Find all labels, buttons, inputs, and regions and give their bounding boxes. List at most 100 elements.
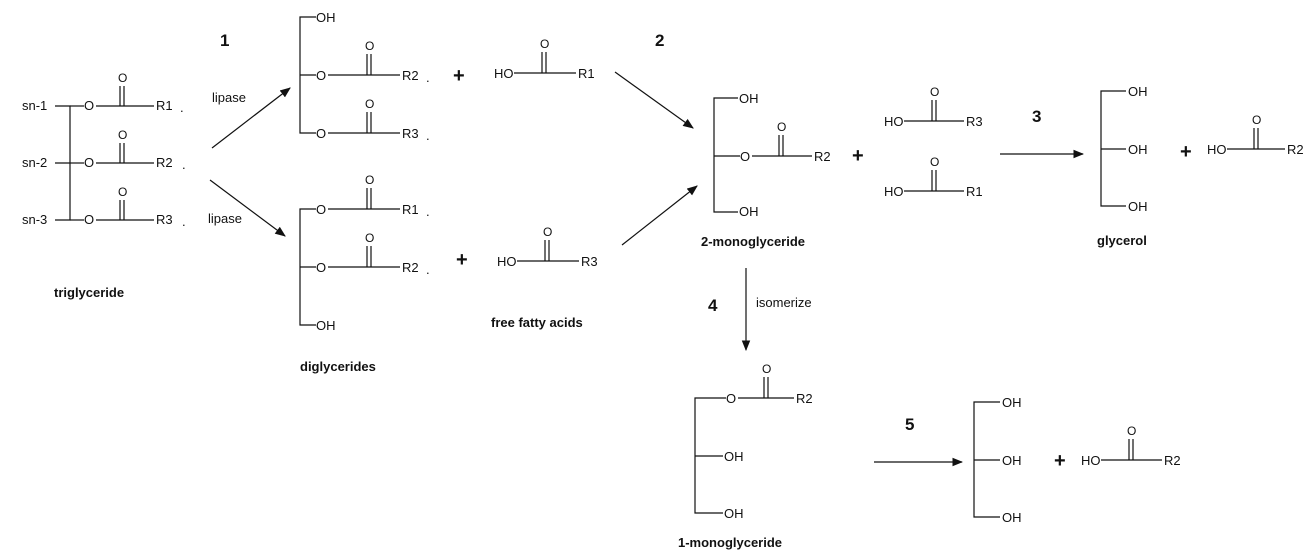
dot: . xyxy=(182,157,186,172)
carbonyl-oxygen: O xyxy=(930,155,939,169)
dot: . xyxy=(182,214,186,229)
free-fatty-acid-r1: HO O R1 xyxy=(494,37,595,81)
backbone xyxy=(1100,90,1126,207)
r1-label: R1 xyxy=(578,66,595,81)
backbone xyxy=(299,16,316,134)
backbone xyxy=(713,97,740,213)
dot: . xyxy=(180,100,184,115)
triglyceride: sn-1 sn-2 sn-3 O O R1 . O O R2 . O O R3 … xyxy=(22,71,186,300)
step-4-number: 4 xyxy=(708,296,718,315)
r3-label: R3 xyxy=(581,254,598,269)
step-3-number: 3 xyxy=(1032,107,1041,126)
ho-label: HO xyxy=(884,114,904,129)
free-fatty-acids-r3-r1: HO O R3 HO O R1 xyxy=(884,85,983,199)
r2-label: R2 xyxy=(156,155,173,170)
carbonyl-oxygen: O xyxy=(118,71,127,85)
step-2-number: 2 xyxy=(655,31,664,50)
carbonyl-oxygen: O xyxy=(1127,424,1136,438)
oh1-label: OH xyxy=(1002,395,1022,410)
carbonyl-oxygen: O xyxy=(540,37,549,51)
plus-sign: + xyxy=(453,65,465,87)
1-monoglyceride: O O R2 OH OH 1-monoglyceride xyxy=(678,362,813,550)
1-monoglyceride-name: 1-monoglyceride xyxy=(678,535,782,550)
carbonyl-oxygen: O xyxy=(365,97,374,111)
ester-oxygen: O xyxy=(316,68,326,83)
glycerol-backbone xyxy=(55,105,71,221)
diglyceride-a: OH O O R2 . O O R3 . xyxy=(299,10,430,143)
carbonyl-oxygen: O xyxy=(543,225,552,239)
2-monoglyceride: OH O O R2 OH 2-monoglyceride xyxy=(701,91,831,249)
free-fatty-acid-r2-top: HO O R2 xyxy=(1207,113,1304,157)
isomerize-label: isomerize xyxy=(756,295,812,310)
free-fatty-acid-r3: HO O R3 free fatty acids xyxy=(491,225,598,330)
r2-label: R2 xyxy=(814,149,831,164)
2-monoglyceride-name: 2-monoglyceride xyxy=(701,234,805,249)
ho-label: HO xyxy=(1081,453,1101,468)
carbonyl-oxygen: O xyxy=(365,173,374,187)
ho-label: HO xyxy=(1207,142,1227,157)
r3-label: R3 xyxy=(402,126,419,141)
plus-sign: + xyxy=(1054,450,1066,472)
carbonyl-oxygen: O xyxy=(118,128,127,142)
plus-sign: + xyxy=(1180,141,1192,163)
oh-label: OH xyxy=(316,318,336,333)
glycerol-product: OH OH OH xyxy=(973,395,1022,525)
oh-mid-label: OH xyxy=(724,449,744,464)
r3-label: R3 xyxy=(156,212,173,227)
backbone xyxy=(694,397,726,514)
lipase-bottom-label: lipase xyxy=(208,211,242,226)
carbonyl-oxygen: O xyxy=(930,85,939,99)
diglycerides-name: diglycerides xyxy=(300,359,376,374)
arrow-step-2-top xyxy=(614,71,694,129)
oh1-label: OH xyxy=(1128,84,1148,99)
arrow-lipase-bottom xyxy=(209,179,286,237)
carbonyl-oxygen: O xyxy=(777,120,786,134)
r2-label: R2 xyxy=(796,391,813,406)
ester-oxygen: O xyxy=(84,212,94,227)
ester-oxygen: O xyxy=(316,202,326,217)
ho-label: HO xyxy=(884,184,904,199)
step-1-number: 1 xyxy=(220,31,229,50)
ester-oxygen: O xyxy=(316,126,326,141)
dot: . xyxy=(426,262,430,277)
r1-label: R1 xyxy=(966,184,983,199)
carbonyl-oxygen: O xyxy=(365,39,374,53)
dot: . xyxy=(426,204,430,219)
backbone xyxy=(299,208,316,326)
dot: . xyxy=(426,70,430,85)
arrow-lipase-top xyxy=(211,87,291,149)
r2-label: R2 xyxy=(402,260,419,275)
diglyceride-b: O O R1 . O O R2 . OH diglycerides xyxy=(299,173,430,374)
oh-label: OH xyxy=(316,10,336,25)
ester-oxygen: O xyxy=(740,149,750,164)
ester-oxygen: O xyxy=(84,155,94,170)
oh2-label: OH xyxy=(1002,453,1022,468)
step-5-number: 5 xyxy=(905,415,914,434)
r1-label: R1 xyxy=(402,202,419,217)
carbonyl-oxygen: O xyxy=(118,185,127,199)
ester-oxygen: O xyxy=(726,391,736,406)
carbonyl-oxygen: O xyxy=(762,362,771,376)
r2-label: R2 xyxy=(1164,453,1181,468)
sn2-label: sn-2 xyxy=(22,155,47,170)
triglyceride-name: triglyceride xyxy=(54,285,124,300)
free-fatty-acid-r2-bottom: HO O R2 xyxy=(1081,424,1181,468)
r2-label: R2 xyxy=(1287,142,1304,157)
carbonyl-oxygen: O xyxy=(365,231,374,245)
oh2-label: OH xyxy=(1128,142,1148,157)
oh-top-label: OH xyxy=(739,91,759,106)
ho-label: HO xyxy=(494,66,514,81)
backbone xyxy=(973,401,1000,518)
lipase-top-label: lipase xyxy=(212,90,246,105)
oh3-label: OH xyxy=(1002,510,1022,525)
oh-bottom-label: OH xyxy=(724,506,744,521)
glycerol-name: glycerol xyxy=(1097,233,1147,248)
r1-label: R1 xyxy=(156,98,173,113)
glycerol: OH OH OH glycerol xyxy=(1097,84,1148,248)
r2-label: R2 xyxy=(402,68,419,83)
ester-oxygen: O xyxy=(84,98,94,113)
ho-label: HO xyxy=(497,254,517,269)
oh3-label: OH xyxy=(1128,199,1148,214)
